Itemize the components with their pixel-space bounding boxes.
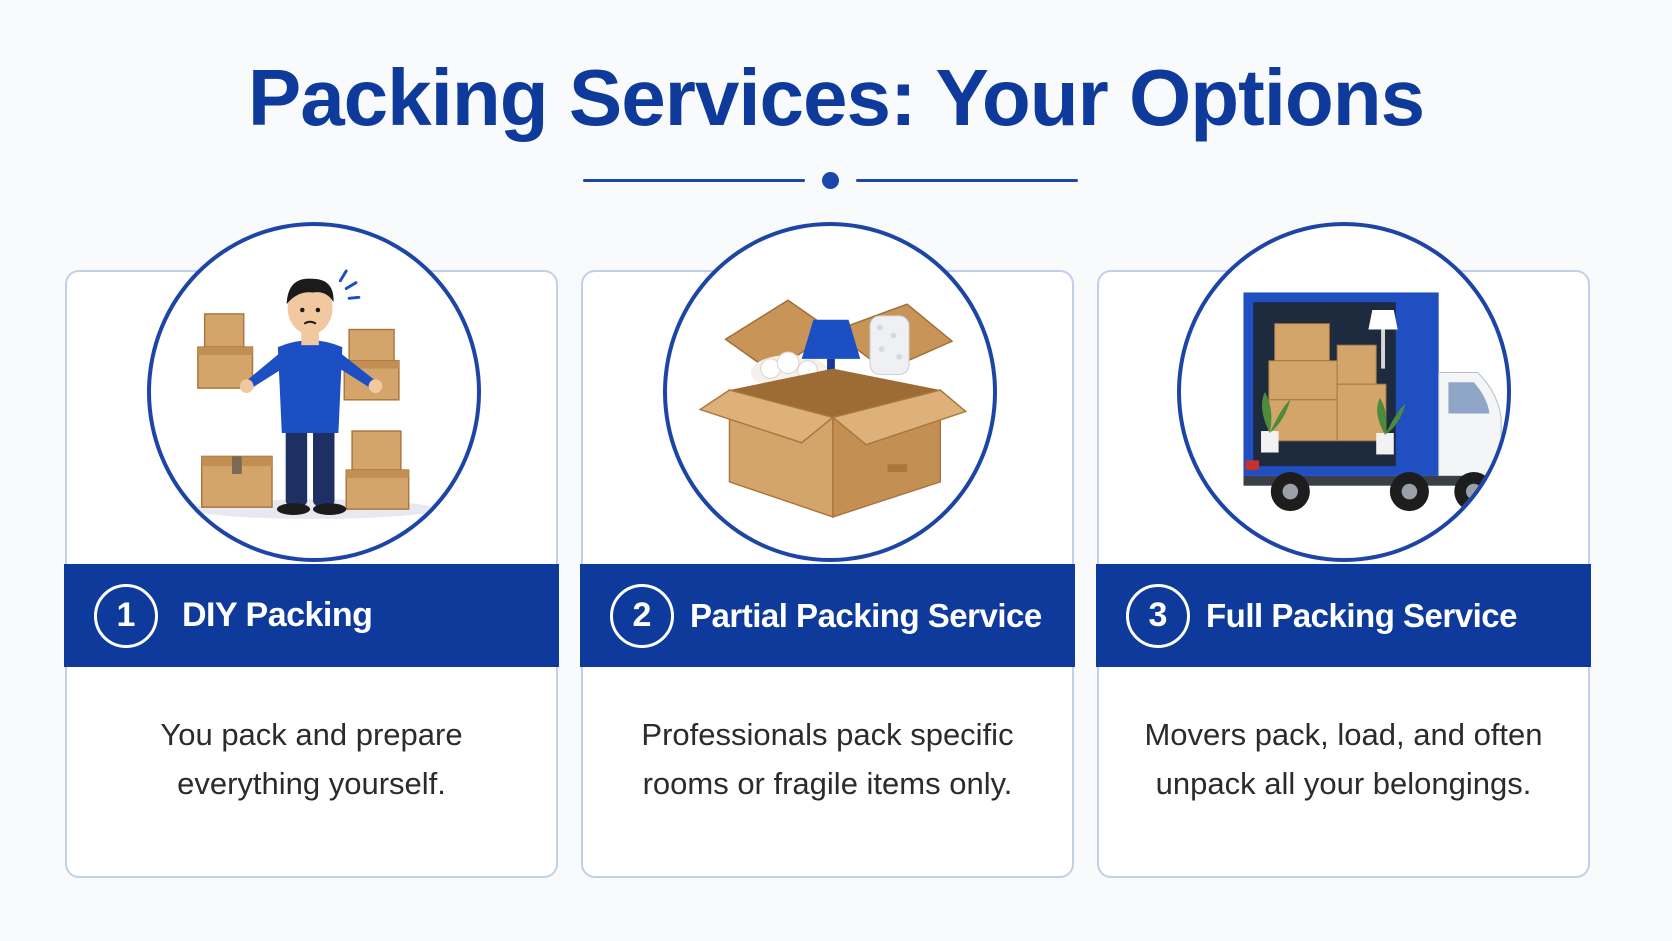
- open-box-fragile-items-icon: [663, 222, 997, 562]
- description-line: Movers pack, load, and often: [1144, 717, 1543, 752]
- option-header-partial: 2 Partial Packing Service: [580, 564, 1075, 667]
- option-description-diy: You pack and prepare everything yourself…: [65, 710, 558, 808]
- option-title: Full Packing Service: [1206, 596, 1517, 634]
- step-number-badge: 3: [1126, 583, 1190, 648]
- option-description-full: Movers pack, load, and often unpack all …: [1097, 710, 1590, 808]
- description-line: You pack and prepare: [160, 717, 463, 752]
- title-divider: [583, 170, 1078, 190]
- moving-truck-loaded-icon: [1177, 222, 1511, 562]
- option-header-diy: 1 DIY Packing: [64, 564, 559, 667]
- option-title: Partial Packing Service: [690, 596, 1042, 634]
- description-line: everything yourself.: [177, 766, 446, 801]
- description-line: Professionals pack specific: [641, 717, 1014, 752]
- option-description-partial: Professionals pack specific rooms or fra…: [581, 710, 1074, 808]
- option-header-full: 3 Full Packing Service: [1096, 564, 1591, 667]
- description-line: rooms or fragile items only.: [642, 766, 1013, 801]
- person-juggling-boxes-icon: [147, 222, 481, 562]
- step-number-badge: 2: [610, 583, 674, 648]
- page-title: Packing Services: Your Options: [247, 53, 1425, 142]
- option-title: DIY Packing: [182, 596, 373, 634]
- step-number-badge: 1: [94, 583, 158, 648]
- description-line: unpack all your belongings.: [1155, 766, 1532, 801]
